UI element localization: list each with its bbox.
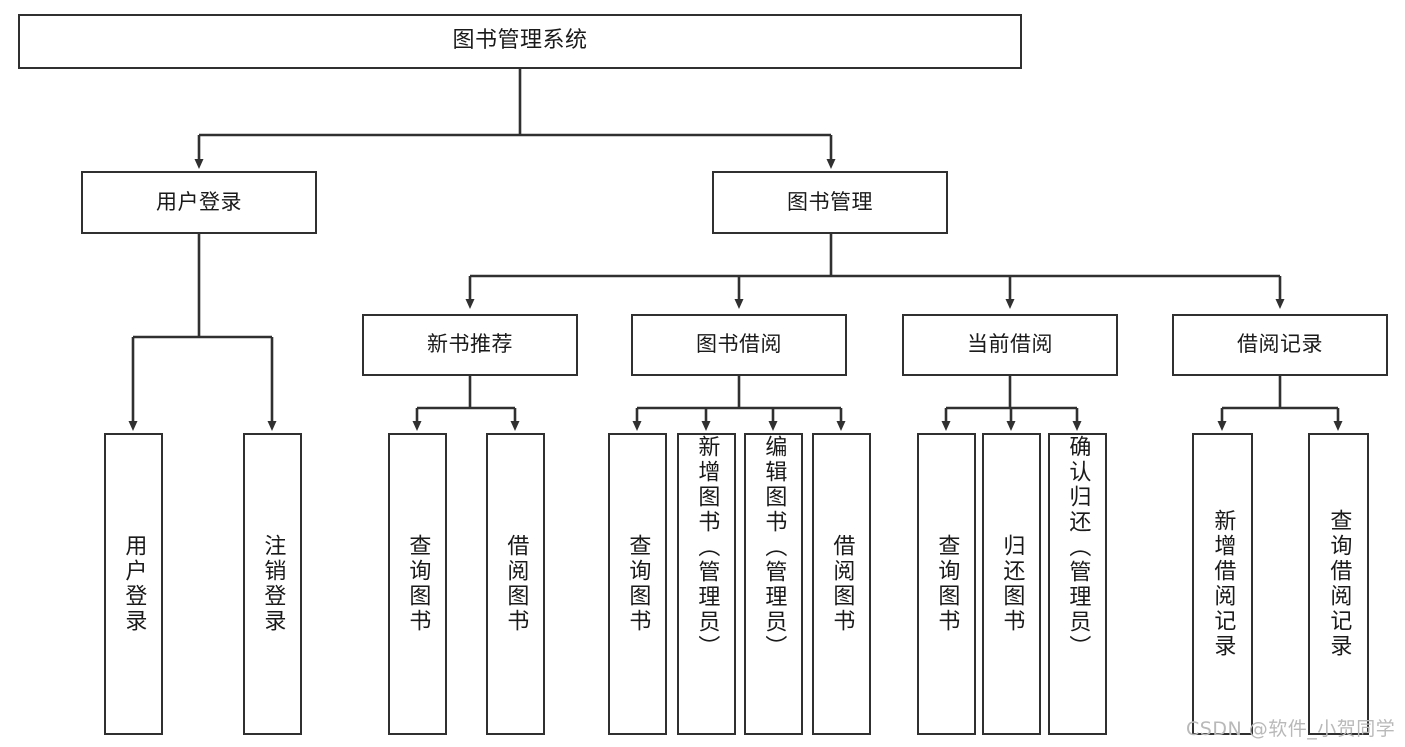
node-borrow-record[interactable]: 借阅记录: [1172, 314, 1388, 376]
leaf-query-book-3[interactable]: 查询图书: [917, 433, 976, 735]
leaf-query-book-1[interactable]: 查询图书: [388, 433, 447, 735]
leaf-add-book-label: 新增图书（管理员）: [694, 435, 720, 660]
leaf-return-book-label: 归还图书: [999, 534, 1025, 634]
node-book-borrow[interactable]: 图书借阅: [631, 314, 847, 376]
leaf-add-book[interactable]: 新增图书（管理员）: [677, 433, 736, 735]
leaf-add-record[interactable]: 新增借阅记录: [1192, 433, 1253, 735]
leaf-add-record-label: 新增借阅记录: [1210, 509, 1236, 659]
leaf-confirm-return-label: 确认归还（管理员）: [1065, 435, 1091, 660]
node-borrow-record-label: 借阅记录: [1237, 332, 1323, 357]
node-user-login[interactable]: 用户登录: [81, 171, 317, 234]
node-new-book-recommend-label: 新书推荐: [427, 332, 513, 357]
leaf-borrow-book-1[interactable]: 借阅图书: [486, 433, 545, 735]
leaf-borrow-book-2[interactable]: 借阅图书: [812, 433, 871, 735]
leaf-query-book-2-label: 查询图书: [625, 534, 651, 634]
node-current-borrow-label: 当前借阅: [967, 332, 1053, 357]
leaf-edit-book-label: 编辑图书（管理员）: [761, 435, 787, 660]
node-user-login-label: 用户登录: [156, 189, 242, 214]
leaf-confirm-return[interactable]: 确认归还（管理员）: [1048, 433, 1107, 735]
node-book-management-label: 图书管理: [787, 189, 873, 214]
leaf-query-book-3-label: 查询图书: [934, 534, 960, 634]
leaf-query-book-2[interactable]: 查询图书: [608, 433, 667, 735]
leaf-edit-book[interactable]: 编辑图书（管理员）: [744, 433, 803, 735]
leaf-query-record[interactable]: 查询借阅记录: [1308, 433, 1369, 735]
leaf-borrow-book-2-label: 借阅图书: [829, 534, 855, 634]
leaf-query-record-label: 查询借阅记录: [1326, 509, 1352, 659]
leaf-user-login[interactable]: 用户登录: [104, 433, 163, 735]
node-book-borrow-label: 图书借阅: [696, 332, 782, 357]
node-current-borrow[interactable]: 当前借阅: [902, 314, 1118, 376]
leaf-logout-label: 注销登录: [260, 534, 286, 634]
leaf-borrow-book-1-label: 借阅图书: [503, 534, 529, 634]
leaf-logout[interactable]: 注销登录: [243, 433, 302, 735]
leaf-user-login-label: 用户登录: [121, 534, 147, 634]
watermark-text: CSDN @软件_小贺同学: [1186, 718, 1396, 740]
node-root[interactable]: 图书管理系统: [18, 14, 1022, 69]
node-book-management[interactable]: 图书管理: [712, 171, 948, 234]
leaf-query-book-1-label: 查询图书: [405, 534, 431, 634]
node-root-label: 图书管理系统: [452, 28, 588, 54]
node-new-book-recommend[interactable]: 新书推荐: [362, 314, 578, 376]
leaf-return-book[interactable]: 归还图书: [982, 433, 1041, 735]
